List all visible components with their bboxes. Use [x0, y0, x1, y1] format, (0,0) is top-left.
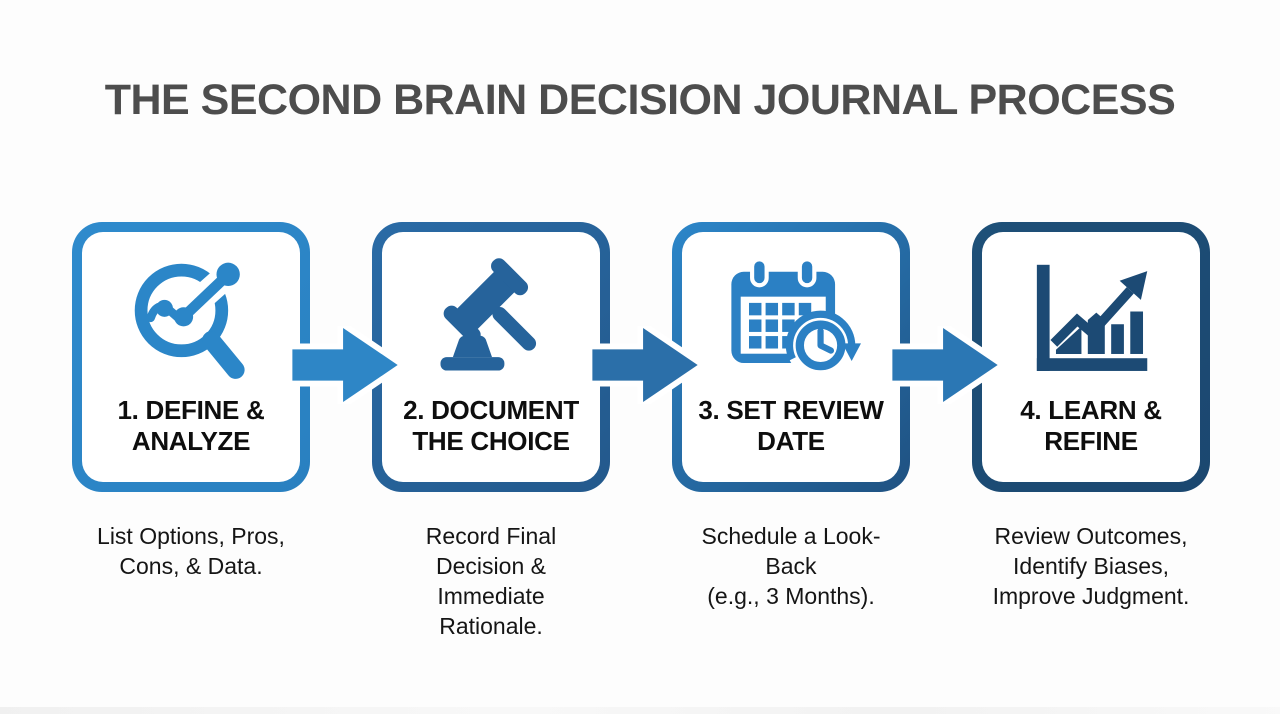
step-heading: 4. LEARN & REFINE — [1020, 394, 1162, 457]
growth-chart-icon — [1036, 264, 1148, 371]
magnifier-trend-icon — [134, 262, 245, 379]
gavel-icon — [440, 258, 537, 371]
step-caption: Schedule a Look- Back (e.g., 3 Months). — [701, 523, 881, 609]
step-heading: 2. DOCUMENT THE CHOICE — [403, 394, 579, 457]
step-caption: Record Final Decision & Immediate Ration… — [425, 523, 557, 639]
step-set-review-date: 3. SET REVIEW DATE Schedule a Look- Back… — [672, 222, 910, 642]
step-card: 3. SET REVIEW DATE — [672, 222, 910, 492]
flow-arrow-icon — [591, 326, 701, 404]
flow-arrow-icon — [891, 326, 1001, 404]
step-caption: Review Outcomes, Identify Biases, Improv… — [992, 523, 1190, 609]
step-heading: 3. SET REVIEW DATE — [698, 394, 884, 457]
process-row: 1. DEFINE & ANALYZE List Options, Pros, … — [72, 222, 1210, 642]
calendar-clock-icon — [731, 257, 861, 380]
step-heading: 1. DEFINE & ANALYZE — [117, 394, 265, 457]
step-define-analyze: 1. DEFINE & ANALYZE List Options, Pros, … — [72, 222, 310, 642]
flow-arrow-icon — [291, 326, 401, 404]
step-card: 4. LEARN & REFINE — [972, 222, 1210, 492]
step-learn-refine: 4. LEARN & REFINE Review Outcomes, Ident… — [972, 222, 1210, 642]
step-caption: List Options, Pros, Cons, & Data. — [97, 523, 285, 579]
step-card: 1. DEFINE & ANALYZE — [72, 222, 310, 492]
step-document-choice: 2. DOCUMENT THE CHOICE Record Final Deci… — [372, 222, 610, 642]
page-title: THE SECOND BRAIN DECISION JOURNAL PROCES… — [104, 76, 1176, 124]
bottom-edge-artifact — [0, 707, 1280, 714]
step-card: 2. DOCUMENT THE CHOICE — [372, 222, 610, 492]
